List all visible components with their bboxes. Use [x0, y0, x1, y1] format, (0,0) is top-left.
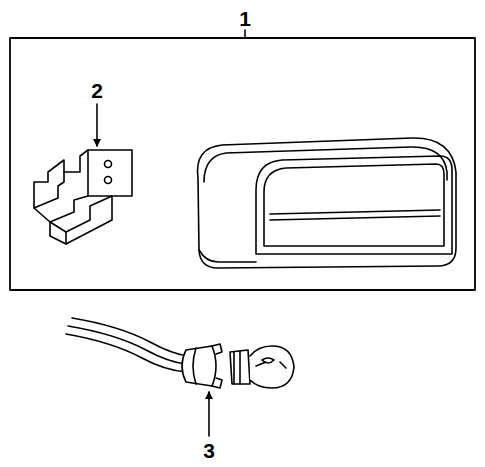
leader-arrow: [208, 392, 210, 436]
callout-number: 2: [91, 80, 103, 101]
socket-wire-bulb: [66, 318, 294, 388]
leader-arrow: [96, 104, 98, 146]
callout-number: 3: [203, 440, 215, 461]
mounting-bracket: [34, 150, 132, 244]
callout-number: 1: [239, 8, 251, 29]
lamp-housing: [198, 138, 457, 268]
assembly-box: [10, 38, 475, 290]
leader-line: [244, 30, 246, 38]
